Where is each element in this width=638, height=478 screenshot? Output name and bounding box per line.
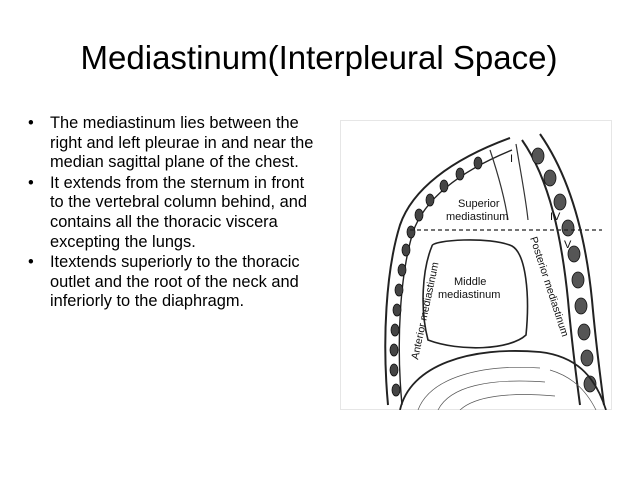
costal-cartilages <box>389 156 483 397</box>
roman-i: I <box>510 153 513 165</box>
vertebral-line-outer <box>539 133 605 406</box>
trachea-line <box>489 149 509 221</box>
bullet-item: • The mediastinum lies between the right… <box>28 114 314 173</box>
esophagus-line <box>515 143 529 221</box>
roman-v: V <box>564 239 572 251</box>
bullet-list: • The mediastinum lies between the right… <box>28 114 314 313</box>
slide-title: Mediastinum(Interpleural Space) <box>80 39 558 76</box>
bullet-item: • It extends from the sternum in front t… <box>28 174 314 252</box>
mediastinum-diagram: I IV V Superior mediastinum Middle media… <box>340 120 612 410</box>
bullet-marker: • <box>28 173 34 192</box>
bullet-text: It extends from the sternum in front to … <box>50 173 307 251</box>
bullet-item: • Itextends superiorly to the thoracic o… <box>28 253 314 312</box>
diaphragm-hatching <box>417 367 597 410</box>
bullet-text: Itextends superiorly to the thoracic out… <box>50 253 300 311</box>
superior-label-line2: mediastinum <box>446 211 508 223</box>
middle-label-line1: Middle <box>454 276 486 288</box>
bullet-marker: • <box>28 114 34 132</box>
vertebral-bodies <box>531 147 597 393</box>
diaphragm <box>399 350 607 410</box>
vertebral-line-inner <box>521 139 581 406</box>
superior-label-line1: Superior <box>458 198 500 210</box>
middle-mediastinum-outline <box>422 239 529 349</box>
diagram-svg: I IV V Superior mediastinum Middle media… <box>340 120 612 410</box>
bullet-marker: • <box>28 253 34 272</box>
chest-wall-outer <box>384 137 511 406</box>
roman-iv: IV <box>550 211 561 223</box>
middle-label-line2: mediastinum <box>438 289 500 301</box>
bullet-text: The mediastinum lies between the right a… <box>50 114 314 172</box>
